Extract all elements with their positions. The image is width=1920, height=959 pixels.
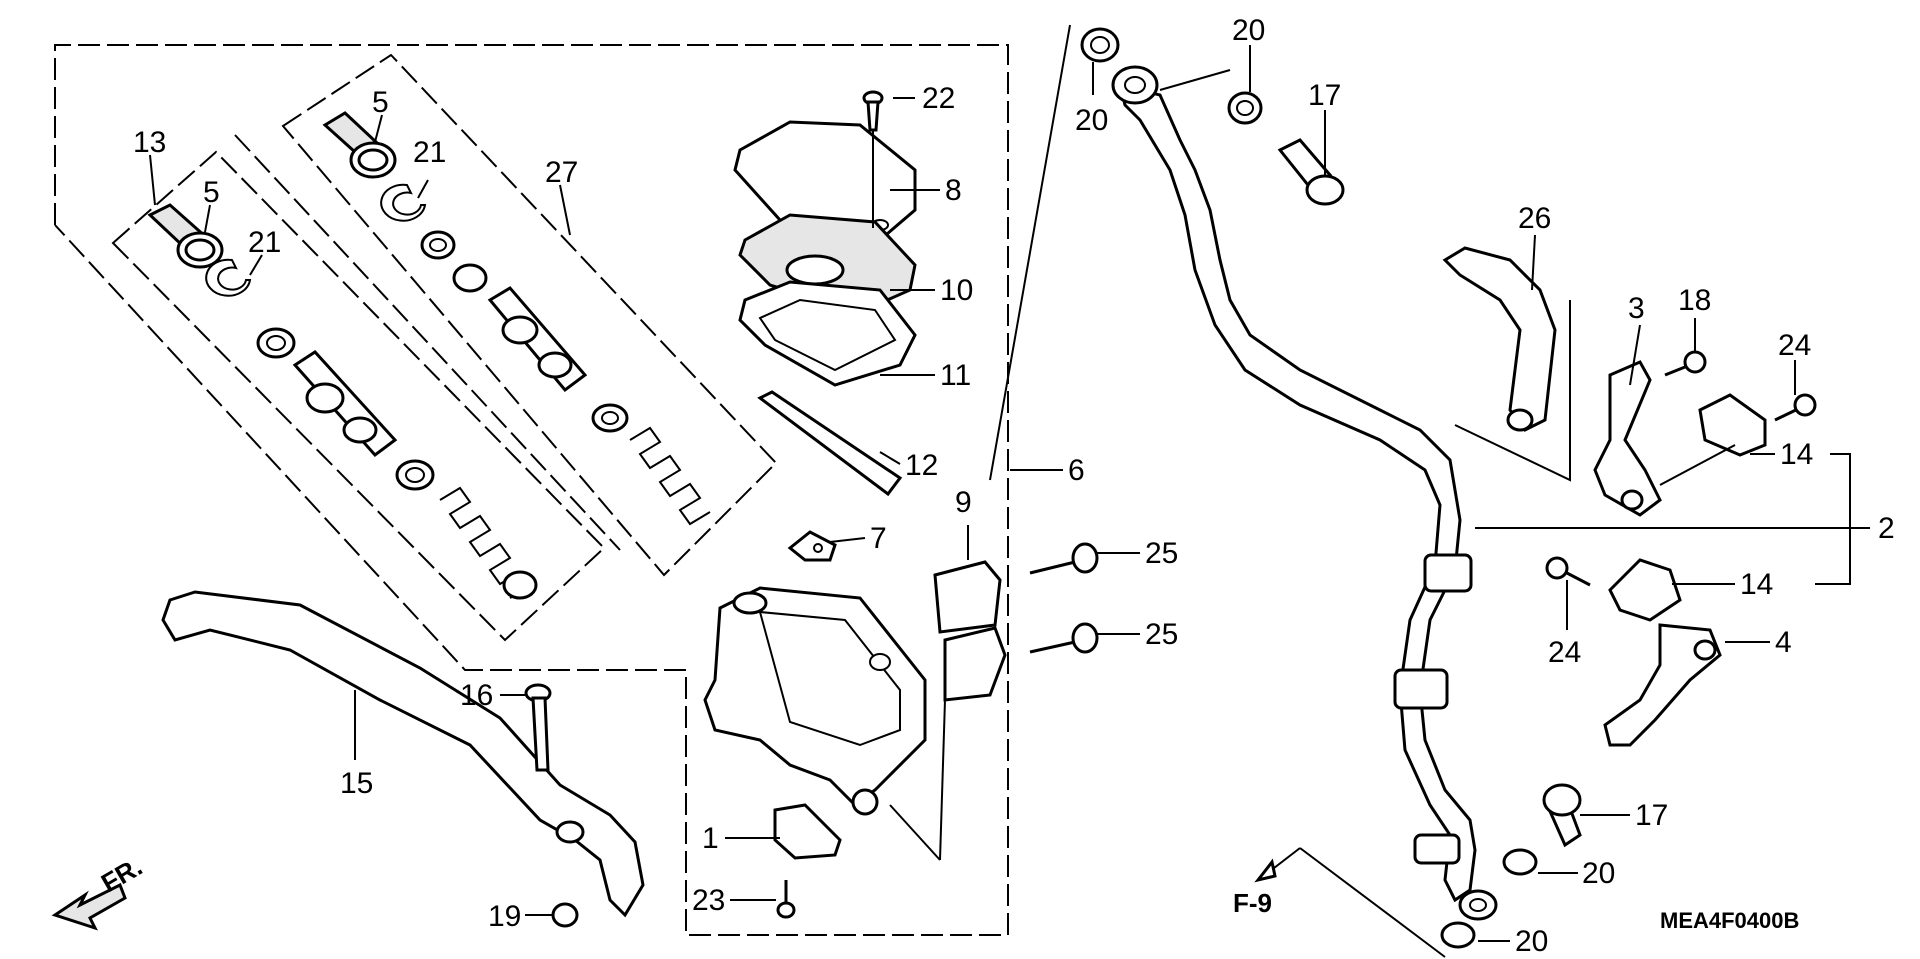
callout-11: 11	[940, 359, 971, 392]
bracket-26-guide	[1454, 300, 1571, 482]
brake-hose-2	[1117, 82, 1477, 903]
direction-arrow	[51, 882, 127, 931]
annotations: FR. F-9 MEA4F0400B	[96, 851, 1799, 933]
spring-seat-a	[502, 570, 538, 600]
callout-20: 20	[1075, 104, 1108, 137]
seal-a	[256, 327, 296, 359]
callout-8: 8	[945, 174, 962, 207]
callout-1: 1	[702, 822, 719, 855]
callout-9: 9	[955, 486, 972, 519]
bolt-24a	[1774, 393, 1817, 422]
circlip-21b	[380, 183, 427, 222]
callout-20: 20	[1515, 925, 1548, 958]
callout-21: 21	[413, 136, 446, 169]
washer-20c	[1502, 848, 1538, 876]
bolt-25b	[1029, 622, 1099, 654]
banjo-bottom	[1458, 889, 1498, 921]
holder-9	[933, 560, 1007, 702]
callout-14: 14	[1780, 438, 1813, 471]
bolt-24b	[1545, 556, 1591, 587]
nut-19	[551, 902, 579, 928]
bolt-25a	[1029, 542, 1099, 575]
pivot-bolt-16	[524, 683, 552, 772]
washer-20a	[1080, 27, 1120, 63]
callout-10: 10	[940, 274, 973, 307]
diaphragm-11	[738, 280, 917, 387]
callout-21: 21	[248, 226, 281, 259]
callout-5: 5	[372, 86, 389, 119]
callout-18: 18	[1678, 284, 1711, 317]
cup-b	[591, 403, 629, 433]
reference-label: F-9	[1233, 888, 1272, 918]
callout-12: 12	[905, 449, 938, 482]
callout-24: 24	[1778, 329, 1811, 362]
spring-b	[629, 426, 711, 526]
switch-1	[773, 803, 842, 860]
piston-b	[487, 286, 588, 393]
callout-19: 19	[488, 900, 521, 933]
callout-labels: 13 5 21 5 21 27 22 8 10 11 12 7 9 6 25 2…	[133, 14, 1895, 958]
callout-17: 17	[1635, 799, 1668, 832]
piston-kit-27-outer-line	[234, 134, 621, 551]
callout-13: 13	[133, 126, 166, 159]
piston-kit-27-box	[281, 53, 778, 577]
callout-7: 7	[870, 522, 887, 555]
clamp-14b	[1608, 558, 1682, 622]
callout-16: 16	[460, 679, 493, 712]
leader-lines	[149, 24, 1870, 958]
callout-20: 20	[1582, 857, 1615, 890]
bracket-4	[1603, 623, 1722, 747]
piston-a	[292, 350, 398, 458]
screw-23	[776, 880, 796, 919]
callout-24: 24	[1548, 636, 1581, 669]
callout-3: 3	[1628, 292, 1645, 325]
bracket-26	[1442, 246, 1557, 432]
clamp-7	[787, 530, 837, 562]
direction-label: FR.	[96, 851, 147, 898]
banjo-top	[1111, 65, 1159, 105]
cup-a	[395, 459, 435, 491]
dust-boot-5b	[322, 111, 397, 179]
washer-20d	[1440, 921, 1476, 949]
callout-27: 27	[545, 156, 578, 189]
callout-14: 14	[1740, 568, 1773, 601]
callout-15: 15	[340, 767, 373, 800]
callout-20: 20	[1232, 14, 1265, 47]
callout-23: 23	[692, 884, 725, 917]
plate-12	[757, 390, 903, 497]
master-cylinder-kit-outline	[54, 44, 1009, 936]
callout-5: 5	[203, 176, 220, 209]
diagram-code: MEA4F0400B	[1660, 908, 1799, 933]
callout-25: 25	[1145, 537, 1178, 570]
callout-25: 25	[1145, 618, 1178, 651]
callout-6: 6	[1068, 454, 1085, 487]
master-cylinder-body	[703, 586, 927, 816]
clamp-14a	[1698, 393, 1767, 457]
bolt-17b	[1542, 783, 1582, 848]
circlip-21a	[205, 258, 252, 297]
callout-2: 2	[1878, 512, 1895, 545]
screw-22	[862, 90, 884, 132]
seal-b	[420, 230, 488, 293]
bolt-17a	[1277, 138, 1345, 206]
callout-26: 26	[1518, 202, 1551, 235]
brake-lever-15	[161, 590, 645, 918]
dust-boot-13	[147, 203, 224, 269]
bracket-3	[1593, 360, 1662, 517]
callout-22: 22	[922, 82, 955, 115]
callout-17: 17	[1308, 79, 1341, 112]
piston-kit-13-box	[111, 150, 606, 642]
bolt-18	[1664, 350, 1707, 377]
washer-20b	[1227, 91, 1263, 125]
callout-4: 4	[1775, 626, 1792, 659]
